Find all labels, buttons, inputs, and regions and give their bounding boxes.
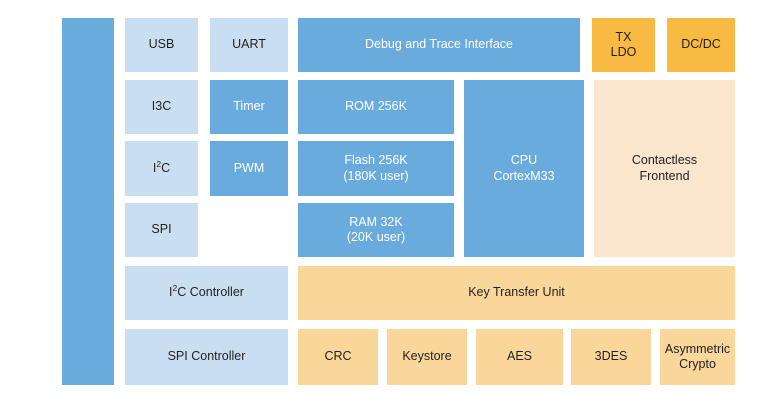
block-spi-controller[interactable]: SPI Controller xyxy=(125,329,288,385)
block-aes[interactable]: AES xyxy=(476,329,563,385)
block-uart[interactable]: UART xyxy=(210,18,288,72)
block-i3c[interactable]: I3C xyxy=(125,80,198,134)
block-debug-trace-interface[interactable]: Debug and Trace Interface xyxy=(298,18,580,72)
block-rom[interactable]: ROM 256K xyxy=(298,80,454,134)
block-key-transfer-unit[interactable]: Key Transfer Unit xyxy=(298,266,735,320)
block-3des[interactable]: 3DES xyxy=(571,329,651,385)
block-asymmetric-crypto[interactable]: Asymmetric Crypto xyxy=(660,329,735,385)
block-keystore[interactable]: Keystore xyxy=(387,329,467,385)
block-i2c-controller-label: I2C Controller xyxy=(169,283,244,300)
block-contactless-frontend[interactable]: Contactless Frontend xyxy=(594,80,735,257)
block-ram[interactable]: RAM 32K (20K user) xyxy=(298,203,454,257)
block-spi[interactable]: SPI xyxy=(125,203,198,257)
block-flash[interactable]: Flash 256K (180K user) xyxy=(298,141,454,196)
block-crc[interactable]: CRC xyxy=(298,329,378,385)
block-i2c[interactable]: I2C xyxy=(125,141,198,196)
block-usb[interactable]: USB xyxy=(125,18,198,72)
block-timer[interactable]: Timer xyxy=(210,80,288,134)
block-dcdc[interactable]: DC/DC xyxy=(667,18,735,72)
block-pwm[interactable]: PWM xyxy=(210,141,288,196)
block-bus-bar[interactable] xyxy=(62,18,114,385)
block-tx-ldo[interactable]: TX LDO xyxy=(592,18,655,72)
block-i2c-controller[interactable]: I2C Controller xyxy=(125,266,288,320)
block-i2c-label: I2C xyxy=(152,158,171,175)
block-cpu[interactable]: CPU CortexM33 xyxy=(464,80,584,257)
